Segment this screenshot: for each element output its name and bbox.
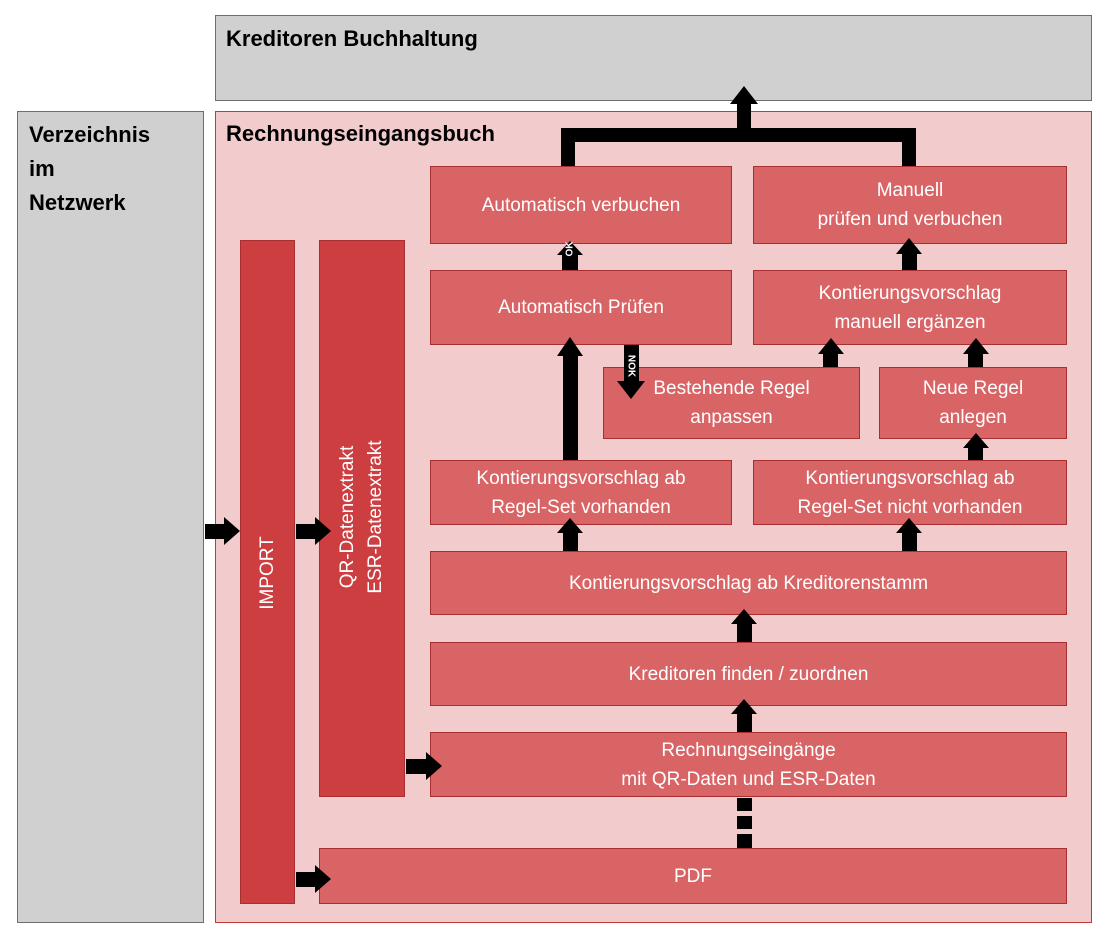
- arrow-finden-head: [731, 609, 757, 624]
- arrow-anpassen-head: [818, 338, 844, 354]
- arrow-anlegen-shaft: [968, 354, 983, 367]
- arrow-stamm-right-shaft: [902, 533, 917, 551]
- dash-1: [737, 798, 752, 811]
- ok-arrow-shaft: [562, 255, 578, 270]
- long-arrow-shaft: [563, 355, 578, 460]
- arrow-import-extrakt-head: [315, 517, 331, 545]
- manuell-verbuchen-box: Manuell prüfen und verbuchen: [753, 166, 1067, 244]
- regelset-vorhanden-box: Kontierungsvorschlag ab Regel-Set vorhan…: [430, 460, 732, 525]
- arrow-import-extrakt-shaft: [296, 524, 316, 539]
- arrow-finden-shaft: [737, 624, 752, 642]
- arrow-ergaenzen-shaft: [902, 254, 917, 270]
- arrow-ergaenzen-head: [896, 238, 922, 254]
- kreditoren-buchhaltung-title: Kreditoren Buchhaltung: [226, 26, 478, 51]
- verzeichnis-frame: Verzeichnis im Netzwerk: [17, 111, 204, 923]
- pdf-box: PDF: [319, 848, 1067, 904]
- up-arrow-head-top: [730, 86, 758, 104]
- kreditorenstamm-box: Kontierungsvorschlag ab Kreditorenstamm: [430, 551, 1067, 615]
- import-column: IMPORT: [240, 240, 295, 904]
- auto-pruefen-box: Automatisch Prüfen: [430, 270, 732, 345]
- arrow-stamm-left-head: [557, 518, 583, 533]
- regel-anlegen-box: Neue Regel anlegen: [879, 367, 1067, 439]
- kreditoren-finden-box: Kreditoren finden / zuordnen: [430, 642, 1067, 706]
- auto-verbuchen-box: Automatisch verbuchen: [430, 166, 732, 244]
- arrow-anlegen-head: [963, 338, 989, 354]
- nok-arrow-head: [617, 381, 645, 399]
- ok-label: OK: [565, 241, 576, 257]
- arrow-verzeichnis-import-head: [224, 517, 240, 545]
- bracket-top-bar: [561, 128, 916, 142]
- arrow-stamm-left-shaft: [563, 533, 578, 551]
- arrow-import-pdf-head: [315, 865, 331, 893]
- nok-label: NOK: [625, 355, 636, 378]
- arrow-extrakt-eingaenge-head: [426, 752, 442, 780]
- long-arrow-head: [557, 337, 583, 356]
- arrow-stamm-right-head: [896, 518, 922, 533]
- dash-3: [737, 834, 752, 848]
- arrow-import-pdf-shaft: [296, 872, 316, 887]
- rechnungseingangsbuch-title: Rechnungseingangsbuch: [226, 121, 495, 146]
- dash-2: [737, 816, 752, 829]
- arrow-extrakt-eingaenge-shaft: [406, 759, 427, 774]
- bracket-stem: [737, 103, 751, 131]
- verzeichnis-title: Verzeichnis im Netzwerk: [29, 122, 151, 215]
- nok-arrow-shaft: [624, 345, 639, 381]
- kreditoren-buchhaltung-frame: Kreditoren Buchhaltung: [215, 15, 1092, 101]
- arrow-eingaenge-shaft: [737, 714, 752, 732]
- arrow-nichtvorhanden-shaft: [968, 448, 983, 460]
- extrakt-column: QR-Datenextrakt ESR-Datenextrakt: [319, 240, 405, 797]
- regel-anpassen-box: Bestehende Regel anpassen: [603, 367, 860, 439]
- arrow-verzeichnis-import-shaft: [205, 524, 225, 539]
- ok-arrow-head: [557, 241, 583, 255]
- arrow-eingaenge-head: [731, 699, 757, 714]
- arrow-anpassen-shaft: [823, 354, 838, 367]
- rechnungseingaenge-box: Rechnungseingänge mit QR-Daten und ESR-D…: [430, 732, 1067, 797]
- kontierung-ergaenzen-box: Kontierungsvorschlag manuell ergänzen: [753, 270, 1067, 345]
- arrow-nichtvorhanden-head: [963, 433, 989, 448]
